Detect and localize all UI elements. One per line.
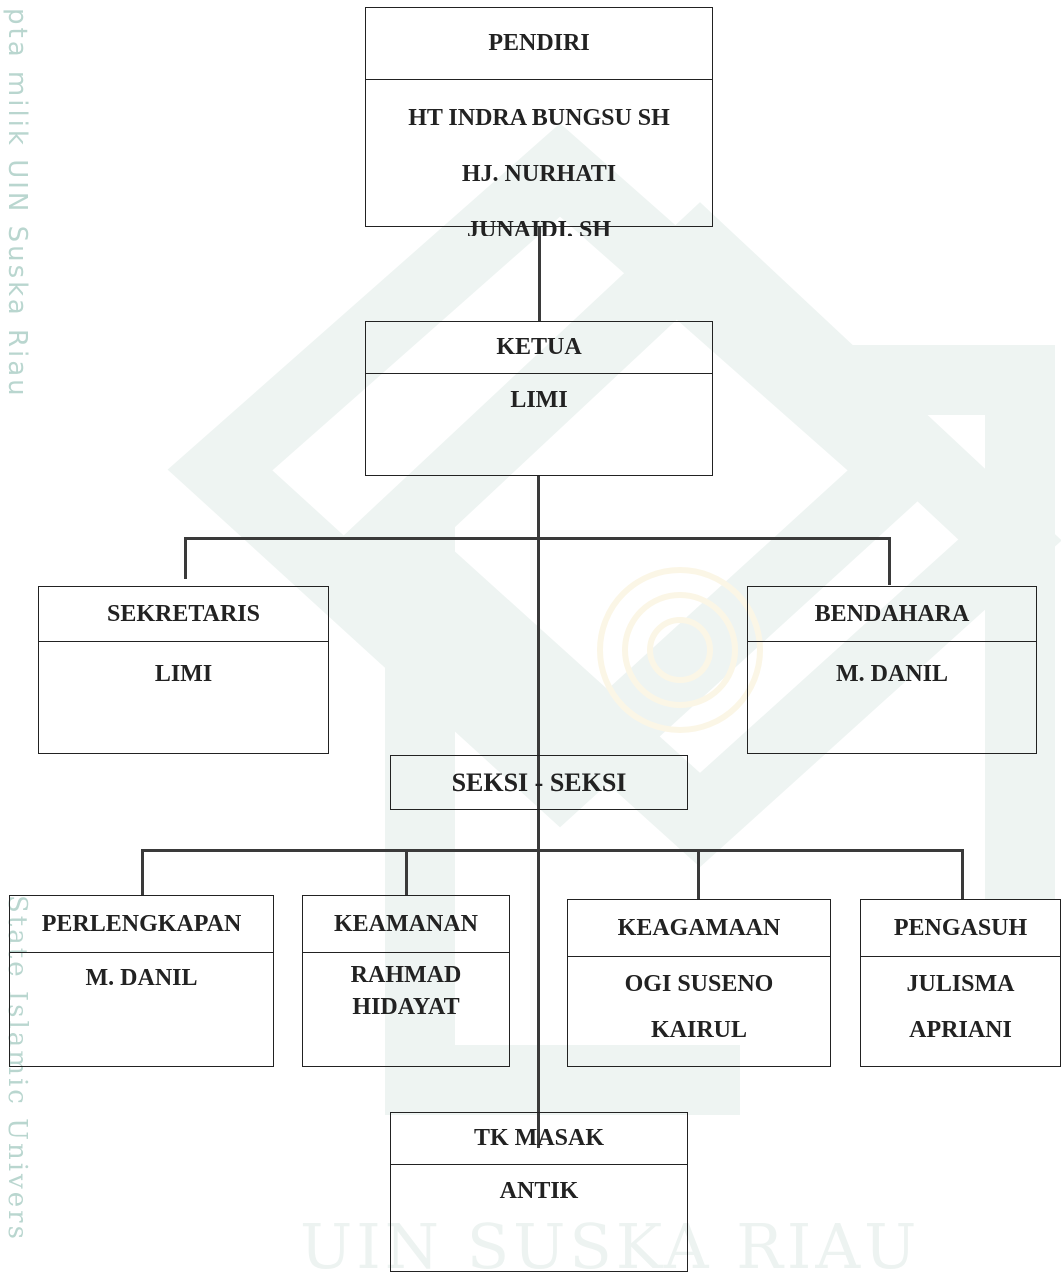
node-seksi-seksi: SEKSI - SEKSI <box>390 755 688 810</box>
node-name: HT INDRA BUNGSU SH <box>408 105 670 131</box>
node-title: SEKRETARIS <box>39 587 328 642</box>
node-name: JULISMA <box>906 971 1015 997</box>
node-ketua: KETUA LIMI <box>365 321 713 476</box>
node-keagamaan: KEAGAMAAN OGI SUSENO KAIRUL <box>567 899 831 1067</box>
connector-drop-keamanan <box>405 849 408 895</box>
node-keamanan: KEAMANAN RAHMAD HIDAYAT <box>302 895 510 1067</box>
node-names: ANTIK <box>391 1165 687 1211</box>
node-bendahara: BENDAHARA M. DANIL <box>747 586 1037 754</box>
watermark-side-text: pta milik UIN Suska Riau <box>2 8 32 399</box>
node-title: KEAMANAN <box>303 896 509 953</box>
connector-drop-sekretaris <box>184 537 187 579</box>
node-title: BENDAHARA <box>748 587 1036 642</box>
node-names: OGI SUSENO KAIRUL <box>568 957 830 1053</box>
connector-drop-keagamaan <box>697 849 700 899</box>
node-title: PENDIRI <box>366 8 712 80</box>
node-sekretaris: SEKRETARIS LIMI <box>38 586 329 754</box>
node-names: JULISMA APRIANI <box>861 957 1060 1053</box>
node-name: JUNAIDI, SH <box>466 217 612 236</box>
node-pendiri: PENDIRI HT INDRA BUNGSU SH HJ. NURHATI J… <box>365 7 713 236</box>
connector-pendiri-ketua <box>538 226 541 322</box>
node-name: LIMI <box>510 387 568 413</box>
node-name: APRIANI <box>909 1017 1012 1043</box>
node-name: HIDAYAT <box>352 994 460 1020</box>
connector-h-seksi <box>141 849 964 852</box>
node-name: RAHMAD <box>350 962 462 988</box>
node-name: LIMI <box>154 661 213 687</box>
node-names: RAHMAD HIDAYAT <box>303 953 509 1023</box>
node-names: HT INDRA BUNGSU SH HJ. NURHATI JUNAIDI, … <box>366 80 712 236</box>
node-pengasuh: PENGASUH JULISMA APRIANI <box>860 899 1061 1067</box>
node-title: PERLENGKAPAN <box>10 896 273 953</box>
node-name: HJ. NURHATI <box>461 161 617 187</box>
node-title: KETUA <box>366 322 712 374</box>
node-name: OGI SUSENO <box>624 971 774 997</box>
node-name: ANTIK <box>499 1178 579 1204</box>
node-tk-masak: TK MASAK ANTIK <box>390 1112 688 1272</box>
node-title: TK MASAK <box>391 1113 687 1165</box>
node-name: M. DANIL <box>85 965 198 991</box>
node-names: M. DANIL <box>748 642 1036 694</box>
connector-h-top <box>184 537 891 540</box>
node-names: M. DANIL <box>10 953 273 997</box>
connector-drop-pengasuh <box>961 849 964 899</box>
node-name: M. DANIL <box>836 661 948 687</box>
node-perlengkapan: PERLENGKAPAN M. DANIL <box>9 895 274 1067</box>
connector-main-trunk <box>537 475 540 1148</box>
node-title: PENGASUH <box>861 900 1060 957</box>
node-names: LIMI <box>366 374 712 420</box>
connector-drop-bendahara <box>888 537 891 585</box>
node-names: LIMI <box>39 642 328 694</box>
node-name: KAIRUL <box>650 1017 747 1043</box>
connector-drop-perlengkapan <box>141 849 144 895</box>
node-title: KEAGAMAAN <box>568 900 830 957</box>
